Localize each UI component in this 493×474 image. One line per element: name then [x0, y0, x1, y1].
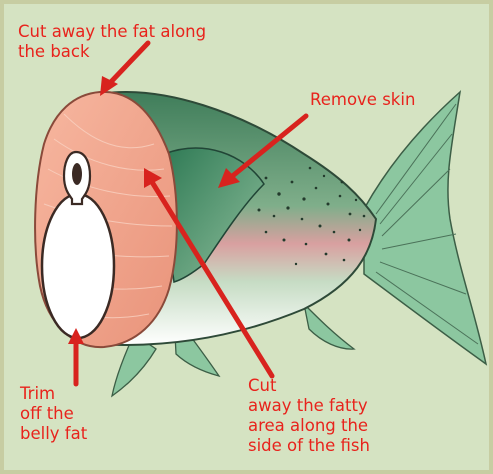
rear-fin	[304, 304, 354, 349]
label-fatty-side: Cut away the fatty area along the side o…	[248, 376, 370, 456]
belly-cavity	[42, 194, 114, 338]
tail-fin	[364, 92, 486, 364]
label-fat-along-back: Cut away the fat along the back	[18, 22, 206, 62]
label-remove-skin: Remove skin	[310, 90, 415, 110]
label-trim-belly-fat: Trim off the belly fat	[20, 384, 87, 444]
